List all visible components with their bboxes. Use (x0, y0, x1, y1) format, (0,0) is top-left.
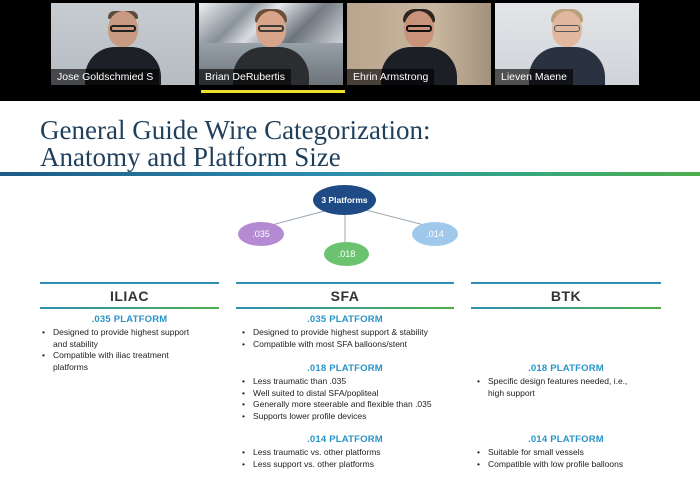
column-heading: BTK (550, 288, 582, 304)
shared-slide: General Guide Wire Categorization: Anato… (0, 101, 700, 497)
column-heading: ILIAC (109, 288, 150, 304)
participant-name: Brian DeRubertis (199, 69, 291, 85)
bullet-item: Specific design features needed, i.e., (475, 376, 665, 388)
bullet-item: Compatible with iliac treatment (40, 350, 230, 362)
bullet-list: Less traumatic vs. other platforms Less … (240, 447, 454, 470)
slide-title-line-2: Anatomy and Platform Size (40, 142, 341, 172)
slide-title: General Guide Wire Categorization: Anato… (40, 117, 431, 171)
bullet-item: Designed to provide highest support & st… (240, 327, 454, 339)
bullet-list: Suitable for small vessels Compatible wi… (475, 447, 665, 470)
participant-name: Lieven Maene (495, 69, 573, 85)
participant-tile[interactable]: Brian DeRubertis (199, 3, 343, 85)
bullet-item: Less support vs. other platforms (240, 459, 454, 471)
bullet-list: Less traumatic than .035 Well suited to … (240, 376, 454, 422)
platform-node-018: .018 (324, 242, 369, 266)
bullet-list: Designed to provide highest support and … (40, 327, 230, 373)
bullet-list: Designed to provide highest support & st… (240, 327, 454, 350)
bullet-item: Less traumatic vs. other platforms (240, 447, 454, 459)
diagram-connectors (267, 208, 429, 244)
column-rule-top (236, 282, 454, 284)
platform-node-014: .014 (412, 222, 458, 246)
active-speaker-indicator (201, 90, 345, 93)
participant-tile[interactable]: Jose Goldschmied S (51, 3, 195, 85)
bullet-item: Supports lower profile devices (240, 411, 454, 423)
bullet-item: Designed to provide highest support (40, 327, 230, 339)
platform-title: .035 PLATFORM (307, 314, 383, 325)
bullet-item-continued: and stability (53, 338, 98, 349)
platform-title: .014 PLATFORM (528, 434, 604, 445)
bullet-item: Suitable for small vessels (475, 447, 665, 459)
participant-tile[interactable]: Ehrin Armstrong (347, 3, 491, 85)
glasses-graphic (554, 25, 580, 32)
bullet-item: Well suited to distal SFA/popliteal (240, 388, 454, 400)
glasses-graphic (110, 25, 136, 32)
bullet-item: Compatible with low profile balloons (475, 459, 665, 471)
platform-diagram: 3 Platforms .035 .018 .014 (0, 101, 700, 271)
bullet-item: Generally more steerable and flexible th… (240, 399, 454, 411)
column-rule-top (471, 282, 661, 284)
column-heading: SFA (330, 288, 360, 304)
title-divider (0, 172, 700, 176)
platform-title: .014 PLATFORM (307, 434, 383, 445)
participant-tile[interactable]: Lieven Maene (495, 3, 639, 85)
participant-name: Jose Goldschmied S (51, 69, 160, 85)
platform-title: .018 PLATFORM (528, 363, 604, 374)
column-rule-bottom (40, 307, 219, 309)
glasses-graphic (406, 25, 432, 32)
bullet-item-continued: platforms (53, 361, 88, 372)
platform-title: .018 PLATFORM (307, 363, 383, 374)
glasses-graphic (258, 25, 284, 32)
participant-name: Ehrin Armstrong (347, 69, 435, 85)
bullet-item: Compatible with most SFA balloons/stent (240, 339, 454, 351)
bullet-list: Specific design features needed, i.e., h… (475, 376, 665, 399)
platforms-node: 3 Platforms (313, 185, 376, 215)
column-rule-bottom (236, 307, 454, 309)
bullet-item: Less traumatic than .035 (240, 376, 454, 388)
platform-title: .035 PLATFORM (91, 314, 168, 325)
slide-title-line-1: General Guide Wire Categorization: (40, 115, 431, 145)
column-rule-top (40, 282, 219, 284)
bullet-item-continued: high support (488, 387, 535, 398)
platform-node-035: .035 (238, 222, 284, 246)
column-rule-bottom (471, 307, 661, 309)
participant-strip: Jose Goldschmied S Brian DeRubertis Ehri… (0, 0, 700, 100)
